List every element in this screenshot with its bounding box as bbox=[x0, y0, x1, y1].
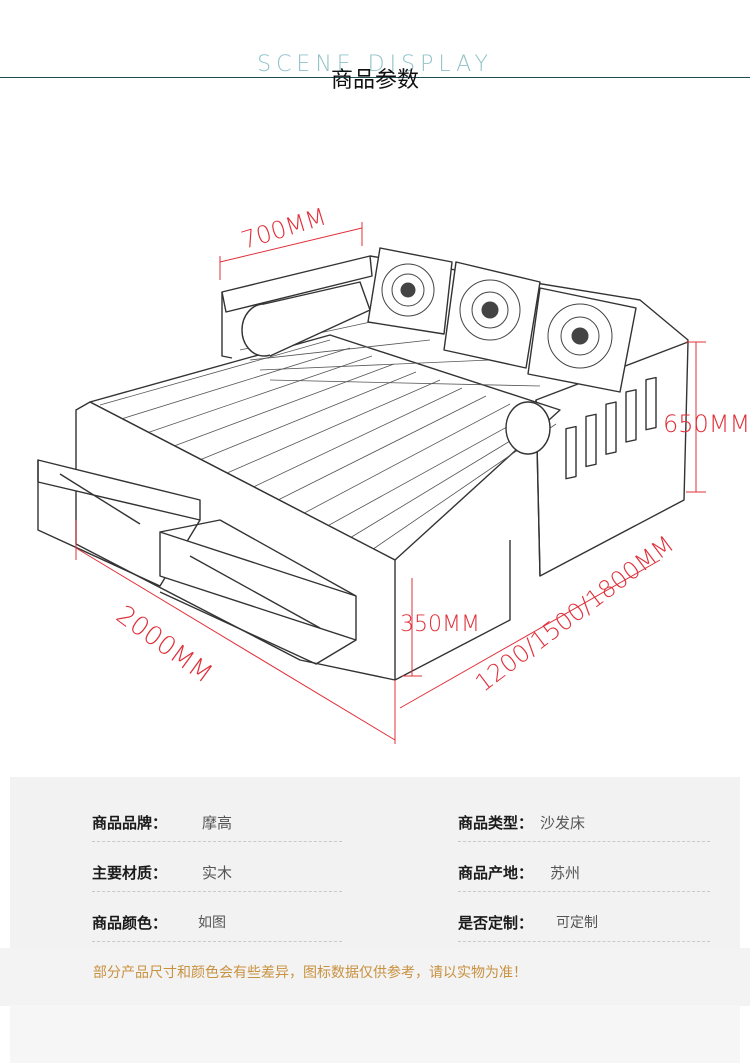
custom-value: 可定制 bbox=[556, 915, 598, 931]
material-label: 主要材质： bbox=[92, 864, 168, 882]
type-value: 沙发床 bbox=[540, 814, 586, 832]
panel-bottom bbox=[10, 1005, 740, 1063]
header-divider bbox=[0, 77, 750, 78]
origin-value: 苏州 bbox=[550, 864, 581, 882]
sofa-bed-drawing bbox=[37, 222, 706, 744]
origin-label: 商品产地： bbox=[458, 864, 534, 882]
header-title-en: SCENE DISPLAY bbox=[257, 52, 493, 77]
header-title-cn: 商品参数 bbox=[330, 68, 419, 93]
param-row-type: 商品类型： 沙发床 bbox=[458, 812, 710, 842]
disclaimer-note: 部分产品尺寸和颜色会有些差异，图标数据仅供参考，请以实物为准！ bbox=[93, 965, 527, 981]
color-label: 商品颜色： bbox=[92, 914, 168, 932]
type-label: 商品类型： bbox=[458, 814, 534, 832]
color-value: 如图 bbox=[198, 915, 226, 931]
custom-label: 是否定制： bbox=[458, 914, 534, 932]
param-row-custom: 是否定制： 可定制 bbox=[458, 912, 710, 942]
param-row-origin: 商品产地： 苏州 bbox=[458, 862, 710, 892]
param-row-color: 商品颜色： 如图 bbox=[92, 912, 342, 942]
dimension-height: 650MM bbox=[663, 410, 750, 438]
param-row-brand: 商品品牌： 摩高 bbox=[92, 812, 342, 842]
brand-value: 摩高 bbox=[202, 814, 233, 832]
dimension-seat-height: 350MM bbox=[400, 612, 480, 637]
material-value: 实木 bbox=[202, 864, 233, 882]
note-strip bbox=[0, 948, 750, 1006]
brand-label: 商品品牌： bbox=[92, 814, 168, 832]
param-row-material: 主要材质： 实木 bbox=[92, 862, 342, 892]
